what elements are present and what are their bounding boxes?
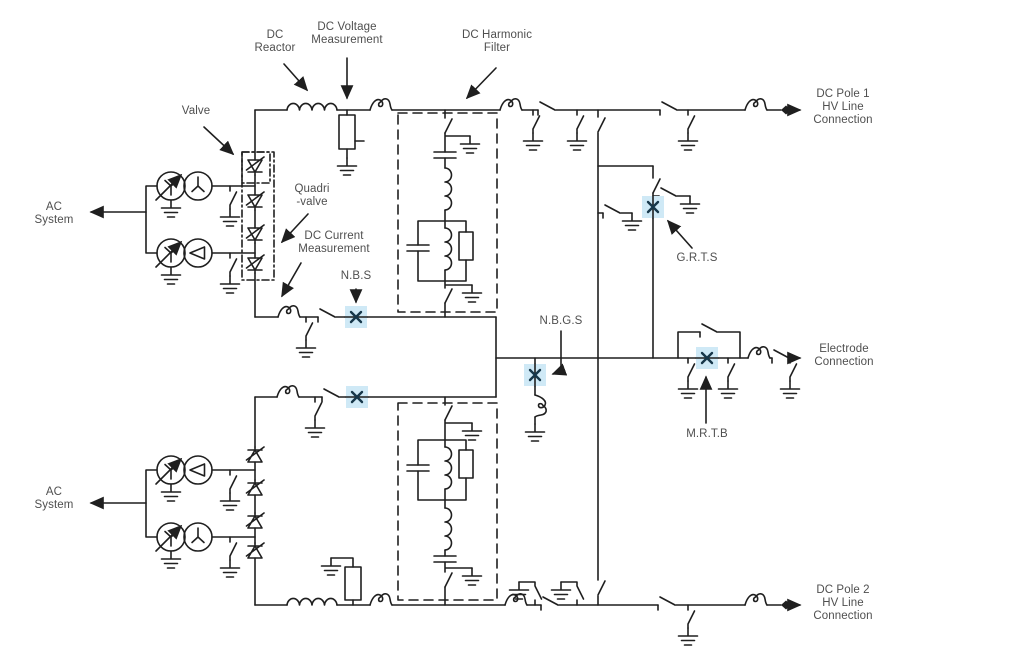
dc-harmonic-filter-upper [397, 109, 498, 318]
grounding-switch-icon [552, 582, 584, 605]
filter-resistor [458, 231, 474, 261]
converter-transformers-lower [89, 455, 256, 577]
disconnector-icon [659, 101, 678, 116]
thyristor-valve-icon [245, 512, 265, 529]
disconnector-icon [321, 388, 340, 403]
mrtb-group [677, 323, 741, 398]
filter-boundary-box [397, 112, 498, 313]
arrester-icon [499, 97, 523, 111]
valve-group-lower [245, 396, 265, 606]
pole2-bus [254, 582, 802, 645]
dc-current-measurement-icon [277, 304, 301, 318]
dc-voltage-measurement-upper [336, 109, 365, 176]
label-valve: Valve [181, 105, 211, 117]
grounding-switch-icon [221, 253, 240, 293]
thyristor-valve-icon [245, 156, 265, 176]
thyristor-valve-icon [245, 254, 265, 274]
voltage-divider-resistor [338, 114, 356, 150]
nbs-switch-upper [343, 304, 369, 330]
arrester-icon [369, 97, 393, 111]
grounding-switch-icon [679, 358, 698, 398]
grounding-switch-icon [679, 605, 698, 645]
disconnector-icon [657, 596, 676, 611]
line-terminal-diamond [781, 105, 791, 115]
grounding-switch-icon [221, 186, 240, 226]
grounding-switch-icon [524, 110, 543, 150]
grts-branch [597, 109, 701, 606]
dc-reactor-pointer [283, 63, 309, 92]
label-mrtb: M.R.T.B [686, 428, 728, 440]
grounding-switch-icon [306, 397, 325, 437]
arrester-icon [534, 394, 548, 418]
label-dc-pole-1: DC Pole 1 HV Line Connection [813, 88, 873, 126]
label-ac-system-upper: AC System [34, 201, 74, 226]
grounding-switch-icon [221, 537, 240, 577]
mrtb-switch [694, 345, 720, 371]
quadri-valve-pointer [280, 213, 309, 244]
grounding-switch-icon [568, 110, 587, 150]
nbs-switch-lower [344, 384, 370, 410]
grounding-switch-icon [297, 317, 316, 357]
grounding-switch-icon [679, 110, 698, 150]
thyristor-valve-icon [245, 224, 265, 244]
dc-harmonic-filter-lower [397, 396, 498, 606]
disconnector-icon [317, 308, 336, 323]
valve-pointer [203, 126, 235, 156]
valve-outline-box [241, 151, 271, 184]
bypass-switch-icon [699, 323, 718, 338]
nbgs-switch [522, 362, 548, 388]
pole1-bus [254, 97, 802, 150]
disconnector-icon [771, 349, 790, 364]
disconnector-icon [537, 101, 556, 116]
arrester-icon [747, 345, 771, 359]
disconnector-icon [540, 596, 559, 611]
label-dc-voltage-measurement: DC Voltage Measurement [311, 21, 383, 46]
neutral-bus-upper [254, 304, 497, 357]
label-dc-reactor: DC Reactor [254, 29, 296, 54]
dc-current-measurement-pointer [281, 262, 302, 298]
thyristor-valve-icon [245, 479, 265, 496]
label-dc-pole-2: DC Pole 2 HV Line Connection [813, 584, 873, 622]
voltage-divider-resistor [344, 566, 362, 601]
grts-switch [640, 194, 666, 220]
label-nbgs: N.B.G.S [539, 315, 583, 327]
dc-current-measurement-icon [276, 384, 300, 398]
neutral-bus-lower [254, 384, 497, 437]
thyristor-valve-icon [245, 446, 265, 463]
grounding-switch-icon [221, 470, 240, 510]
nbgs-branch [524, 357, 548, 442]
filter-resistor [458, 449, 474, 479]
arrester-icon [744, 97, 768, 111]
arrester-icon [744, 592, 768, 606]
thyristor-valve-icon [245, 542, 265, 559]
arrester-icon [369, 592, 393, 606]
dc-reactor-coil-upper [286, 102, 338, 111]
dc-voltage-measurement-lower [320, 557, 362, 606]
filter-boundary-box [397, 402, 498, 601]
nbgs-pointer [551, 330, 568, 376]
label-nbs: N.B.S [340, 270, 372, 282]
label-dc-harmonic-filter: DC Harmonic Filter [461, 29, 533, 54]
label-quadri-valve: Quadri -valve [294, 183, 330, 208]
quadrivalve-outline-box [241, 151, 275, 281]
label-electrode-connection: Electrode Connection [814, 343, 874, 368]
dc-reactor-coil-lower [286, 597, 338, 606]
converter-transformers-upper [89, 171, 256, 293]
label-grts: G.R.T.S [676, 252, 718, 264]
valve-group-upper [241, 109, 275, 318]
label-ac-system-lower: AC System [34, 486, 74, 511]
grounding-switch-icon [719, 358, 738, 398]
line-terminal-diamond [781, 600, 791, 610]
label-arrows [203, 57, 713, 424]
label-dc-current-measurement: DC Current Measurement [298, 230, 370, 255]
dc-harmonic-filter-pointer [465, 67, 497, 100]
grts-pointer [666, 219, 693, 249]
